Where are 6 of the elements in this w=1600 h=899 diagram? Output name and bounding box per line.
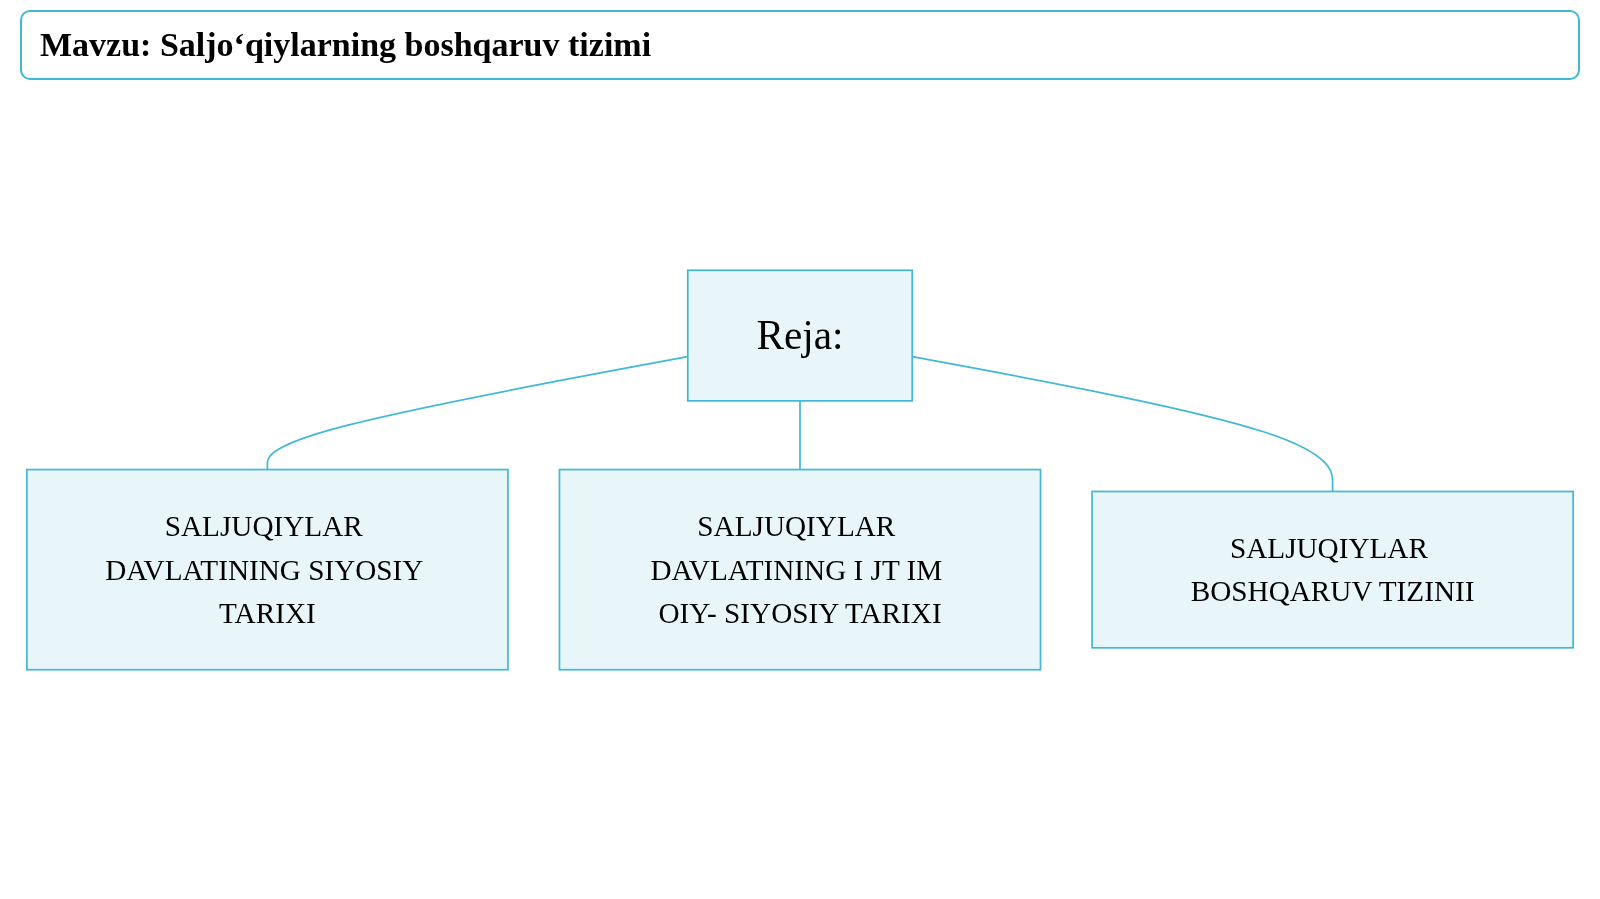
node-box: SALJUQIYLAR DAVLATINING SIYOSIY TARIXI — [26, 468, 509, 671]
node-box: SALJUQIYLAR DAVLATINING I JT IM OIY- SIYOSIY TARIXI — [558, 468, 1042, 671]
title: Mavzu: Saljo‘qiylarning boshqaruv tizimi — [40, 26, 652, 63]
node-box: SALJUQIYLAR BOSHQARUV TIZINII — [1091, 490, 1574, 649]
node-box: Reja: — [686, 269, 914, 402]
connector — [799, 400, 801, 471]
